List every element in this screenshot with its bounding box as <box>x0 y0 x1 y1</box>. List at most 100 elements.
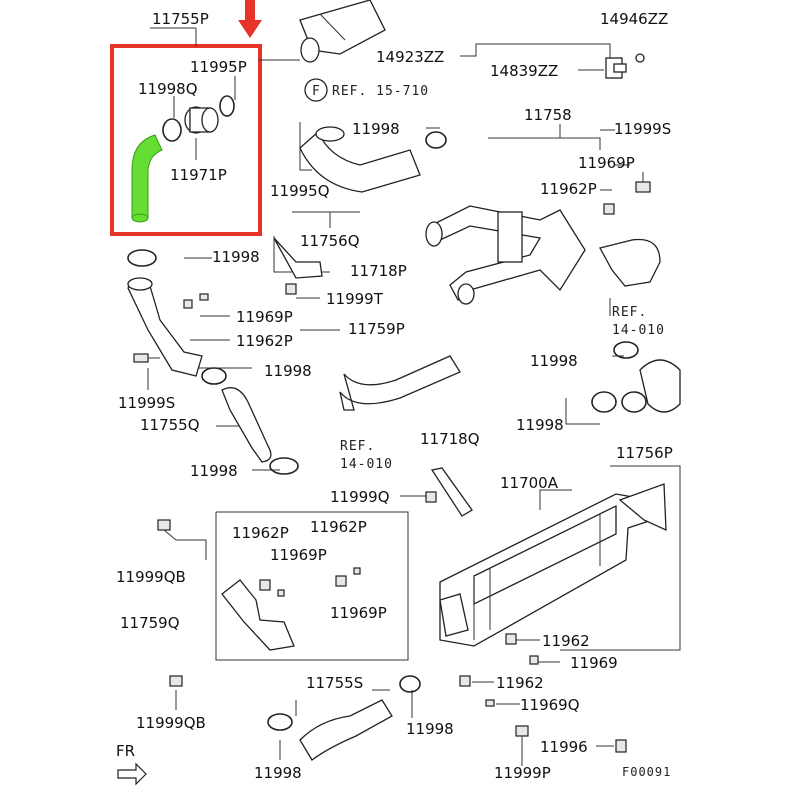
label-11969P-a: 11969P <box>578 154 635 172</box>
clamp-11998-top[interactable] <box>425 131 447 149</box>
label-11758: 11758 <box>524 106 572 124</box>
label-11969: 11969 <box>570 654 618 672</box>
label-ref-15-710: REF. 15-710 <box>332 84 429 99</box>
label-11718P: 11718P <box>350 262 407 280</box>
label-11999Q: 11999Q <box>330 488 390 506</box>
label-11999QB-a: 11999QB <box>116 568 186 586</box>
label-11998-c: 11998 <box>530 352 578 370</box>
connector-11971P[interactable] <box>184 106 219 134</box>
bolt-11999S-top[interactable] <box>635 172 651 193</box>
clamp-11998-right3[interactable] <box>621 391 647 413</box>
label-11998-e: 11998 <box>190 462 238 480</box>
label-11998Q: 11998Q <box>138 80 198 98</box>
label-11962P-d: 11962P <box>310 518 367 536</box>
bolt-11999S-left[interactable] <box>133 353 160 363</box>
label-11999T: 11999T <box>326 290 384 308</box>
marker-arrow-icon <box>238 0 262 38</box>
hose-right-upper[interactable] <box>599 238 661 287</box>
label-14839ZZ: 14839ZZ <box>490 62 558 80</box>
leader-lines <box>147 27 681 766</box>
bolt-11999T[interactable] <box>285 283 297 295</box>
bolt-11999QB-b[interactable] <box>169 675 183 687</box>
label-11962P-c: 11962P <box>232 524 289 542</box>
label-11962: 11962 <box>542 632 590 650</box>
label-11998-h: 11998 <box>254 764 302 782</box>
hose-11995Q[interactable] <box>299 130 421 193</box>
label-11969P-b: 11969P <box>236 308 293 326</box>
label-ref-14-010-a: REF. <box>612 305 647 320</box>
bracket-11718P[interactable] <box>273 237 323 279</box>
nut-11962-b[interactable] <box>459 675 471 687</box>
label-14946ZZ: 14946ZZ <box>600 10 668 28</box>
label-11718Q: 11718Q <box>420 430 480 448</box>
bolt-11999P[interactable] <box>515 725 529 746</box>
washer-11969Q[interactable] <box>485 699 495 707</box>
clamp-11998-bottom2[interactable] <box>399 675 421 693</box>
clamp-11998-left[interactable] <box>127 249 157 267</box>
label-ref-14-010-a2: 14-010 <box>612 323 665 338</box>
bracket-11718Q[interactable] <box>430 467 473 517</box>
pipe-11758[interactable] <box>425 205 586 305</box>
hose-right-lower[interactable] <box>639 359 681 413</box>
washer-11969[interactable] <box>529 655 539 665</box>
label-11971P: 11971P <box>170 166 227 184</box>
label-ref-14-010-b2: 14-010 <box>340 457 393 472</box>
label-11999S-a: 11999S <box>614 120 671 138</box>
label-ref-F: F <box>312 84 321 99</box>
label-11969Q: 11969Q <box>520 696 580 714</box>
label-11969P-c: 11969P <box>270 546 327 564</box>
label-11962-b: 11962 <box>496 674 544 692</box>
hose-end <box>131 213 149 223</box>
diagram-code: F00091 <box>622 765 671 779</box>
label-11969P-d: 11969P <box>330 604 387 622</box>
clamp-11998-low[interactable] <box>269 457 299 475</box>
label-11999QB-b: 11999QB <box>136 714 206 732</box>
clamp-11998-mid[interactable] <box>201 367 227 385</box>
nut-11962P-left[interactable] <box>183 299 193 309</box>
hose-11755S[interactable] <box>299 699 393 761</box>
label-11995P: 11995P <box>190 58 247 76</box>
label-11999P: 11999P <box>494 764 551 782</box>
label-11998-a: 11998 <box>352 120 400 138</box>
nut-11962P-top[interactable] <box>603 203 615 215</box>
label-11755S: 11755S <box>306 674 363 692</box>
label-11998-f: 11998 <box>516 416 564 434</box>
label-11756P: 11756P <box>616 444 673 462</box>
label-11998-g: 11998 <box>406 720 454 738</box>
turbo-outlet <box>299 0 386 63</box>
highlighted-hose-11755P[interactable] <box>131 134 163 219</box>
bolt-11999Q[interactable] <box>425 491 437 503</box>
label-11962P-a: 11962P <box>540 180 597 198</box>
pipe-11759Q[interactable] <box>221 567 361 651</box>
label-ref-14-010-b: REF. <box>340 439 375 454</box>
sensor-14839ZZ[interactable] <box>605 53 645 79</box>
label-11759P: 11759P <box>348 320 405 338</box>
label-11759Q: 11759Q <box>120 614 180 632</box>
nut-11996[interactable] <box>615 739 627 753</box>
clamp-11998-right[interactable] <box>613 341 639 359</box>
clamp-11998Q[interactable] <box>162 118 182 142</box>
label-11996: 11996 <box>540 738 588 756</box>
bolt-11999QB-a[interactable] <box>157 519 177 541</box>
front-label: FR <box>116 742 135 760</box>
label-11700A: 11700A <box>500 474 559 492</box>
front-arrow-icon <box>117 762 147 786</box>
label-11755P: 11755P <box>152 10 209 28</box>
hose-middle[interactable] <box>339 355 461 411</box>
label-11998-d: 11998 <box>264 362 312 380</box>
intercooler-11700A[interactable] <box>439 483 667 647</box>
label-11998-b: 11998 <box>212 248 260 266</box>
label-11999S-b: 11999S <box>118 394 175 412</box>
clamp-11998-right2[interactable] <box>591 391 617 413</box>
clamp-11998-bottom[interactable] <box>267 713 293 731</box>
ref-circle <box>304 78 328 102</box>
hose-11755Q[interactable] <box>221 387 272 463</box>
label-11755Q: 11755Q <box>140 416 200 434</box>
label-11756Q: 11756Q <box>300 232 360 250</box>
label-11995Q: 11995Q <box>270 182 330 200</box>
label-11962P-b: 11962P <box>236 332 293 350</box>
washer-11969P-left[interactable] <box>199 293 209 301</box>
oring-11995P[interactable] <box>219 95 235 117</box>
nut-11962[interactable] <box>505 633 517 645</box>
